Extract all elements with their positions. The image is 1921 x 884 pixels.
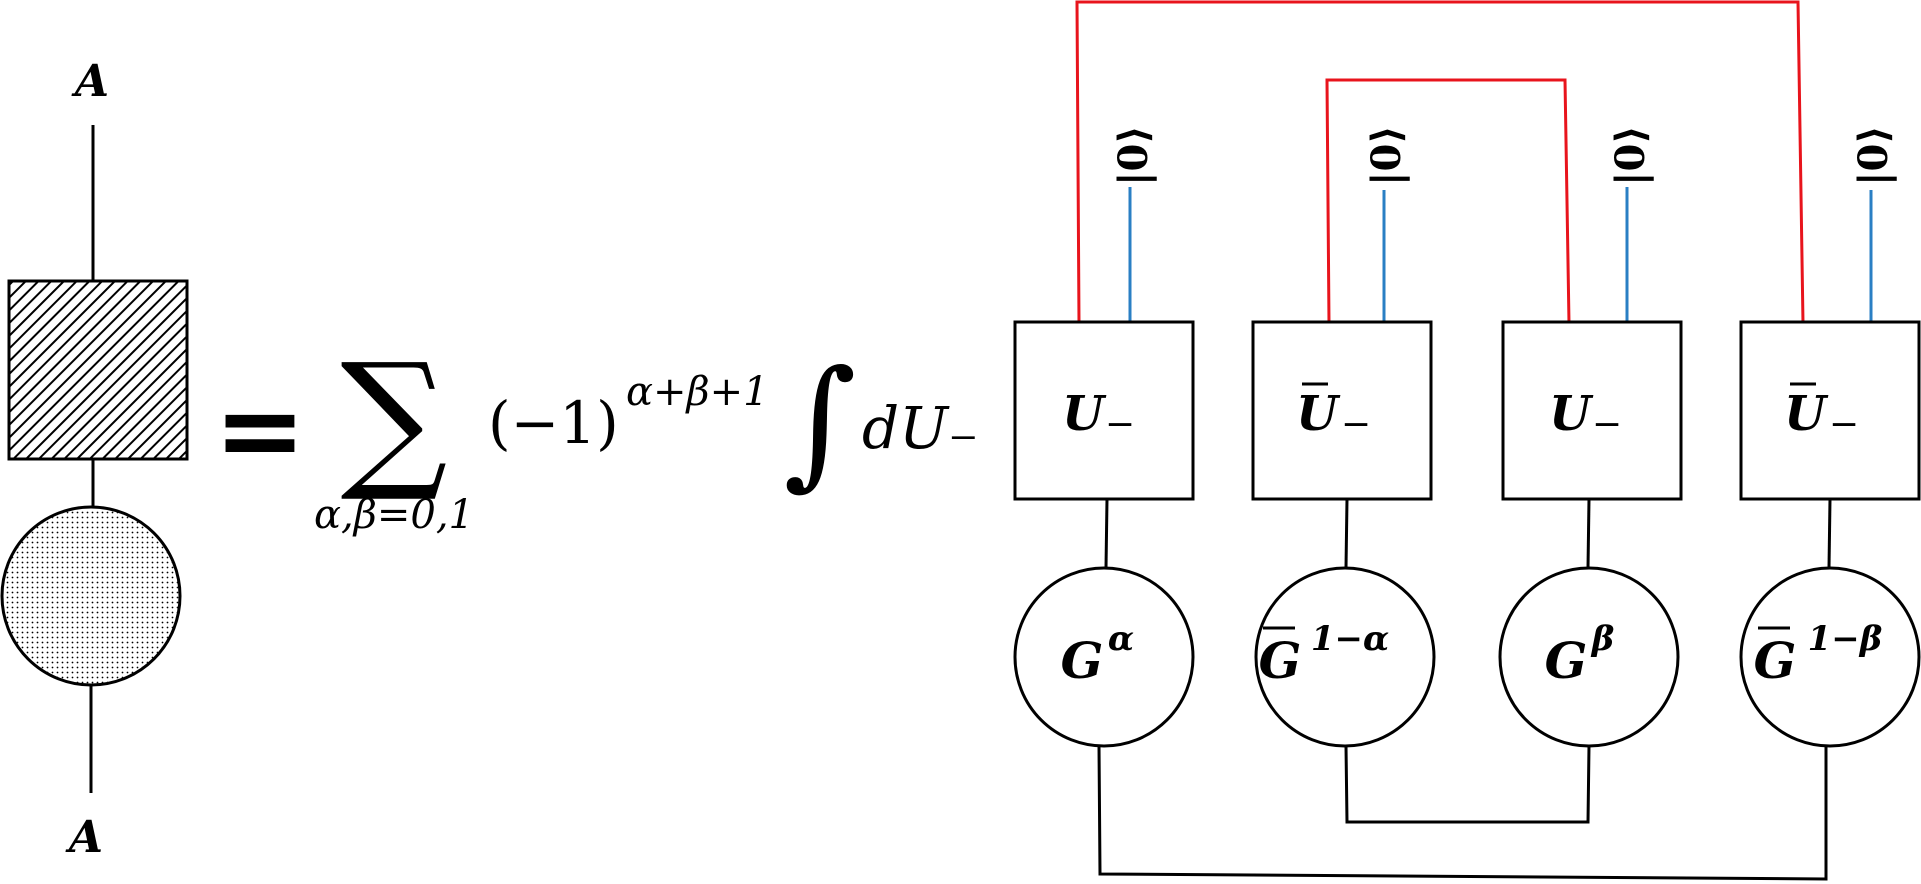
sum-symbol: ∑ — [340, 332, 447, 506]
inner-red-connection — [1325, 78, 1571, 324]
bottom-connections — [1097, 745, 1828, 881]
circle-2-label: G — [1259, 631, 1302, 690]
circle-4-superscript: 1−β — [1808, 619, 1883, 659]
equals-sign: = — [214, 366, 306, 494]
circle-2-superscript: 1−α — [1311, 619, 1389, 659]
box-1-label: U — [1062, 386, 1107, 442]
outer-bottom-connection — [1097, 745, 1828, 881]
box-ubar-2 — [1251, 320, 1433, 501]
circle-4-label: G — [1754, 631, 1797, 690]
circle-gbar-1-beta — [1739, 566, 1921, 748]
circle-g-alpha — [1013, 566, 1195, 748]
g-tensors: G α G 1−α G β G 1−β — [1013, 566, 1921, 748]
box-u-1 — [1013, 320, 1195, 501]
box-ubar-4 — [1739, 320, 1921, 501]
red-connections — [1075, 0, 1805, 324]
sum-index: α,β=0,1 — [314, 492, 474, 538]
dotted-circle — [0, 505, 182, 687]
box-4-subscript: − — [1829, 404, 1859, 445]
circle-g-beta — [1498, 566, 1680, 748]
integral-symbol: ∫ — [784, 341, 857, 504]
hatched-square — [7, 279, 189, 461]
box-3-subscript: − — [1592, 404, 1622, 445]
circle-1-superscript: α — [1108, 619, 1134, 659]
leg-1 — [1104, 498, 1109, 569]
ket-label-1: |0⟩ — [1110, 125, 1157, 186]
box-2-subscript: − — [1341, 404, 1371, 445]
box-1-subscript: − — [1105, 404, 1135, 445]
ket-legs: |0⟩ |0⟩ |0⟩ |0⟩ — [1110, 125, 1897, 323]
leg-2 — [1344, 498, 1349, 569]
circle-1-label: G — [1061, 631, 1104, 690]
inner-bottom-connection — [1344, 745, 1591, 824]
leg-4 — [1827, 498, 1832, 569]
lhs-tensor: A A — [0, 56, 189, 863]
box-circle-legs — [1104, 498, 1832, 569]
circle-gbar-1-alpha — [1254, 566, 1436, 748]
outer-red-connection — [1075, 0, 1805, 324]
top-label-a: A — [71, 56, 109, 107]
ket-label-4: |0⟩ — [1850, 125, 1897, 186]
measure-du: dU₋ — [862, 394, 979, 462]
bottom-label-a: A — [65, 812, 103, 863]
ket-label-2: |0⟩ — [1363, 125, 1410, 186]
sign-exponent: α+β+1 — [626, 369, 769, 415]
box-3-label: U — [1549, 386, 1594, 442]
unitary-boxes: U − U − U − U − — [1013, 320, 1921, 501]
circle-3-label: G — [1545, 631, 1588, 690]
box-4-label: U — [1784, 386, 1829, 442]
box-u-3 — [1501, 320, 1683, 501]
box-2-label: U — [1296, 386, 1341, 442]
sign-base: (−1) — [488, 389, 619, 457]
formula: ∑ α,β=0,1 (−1) α+β+1 ∫ dU₋ — [314, 332, 979, 538]
ket-label-3: |0⟩ — [1607, 125, 1654, 186]
circle-3-superscript: β — [1590, 619, 1615, 659]
leg-3 — [1586, 498, 1591, 569]
